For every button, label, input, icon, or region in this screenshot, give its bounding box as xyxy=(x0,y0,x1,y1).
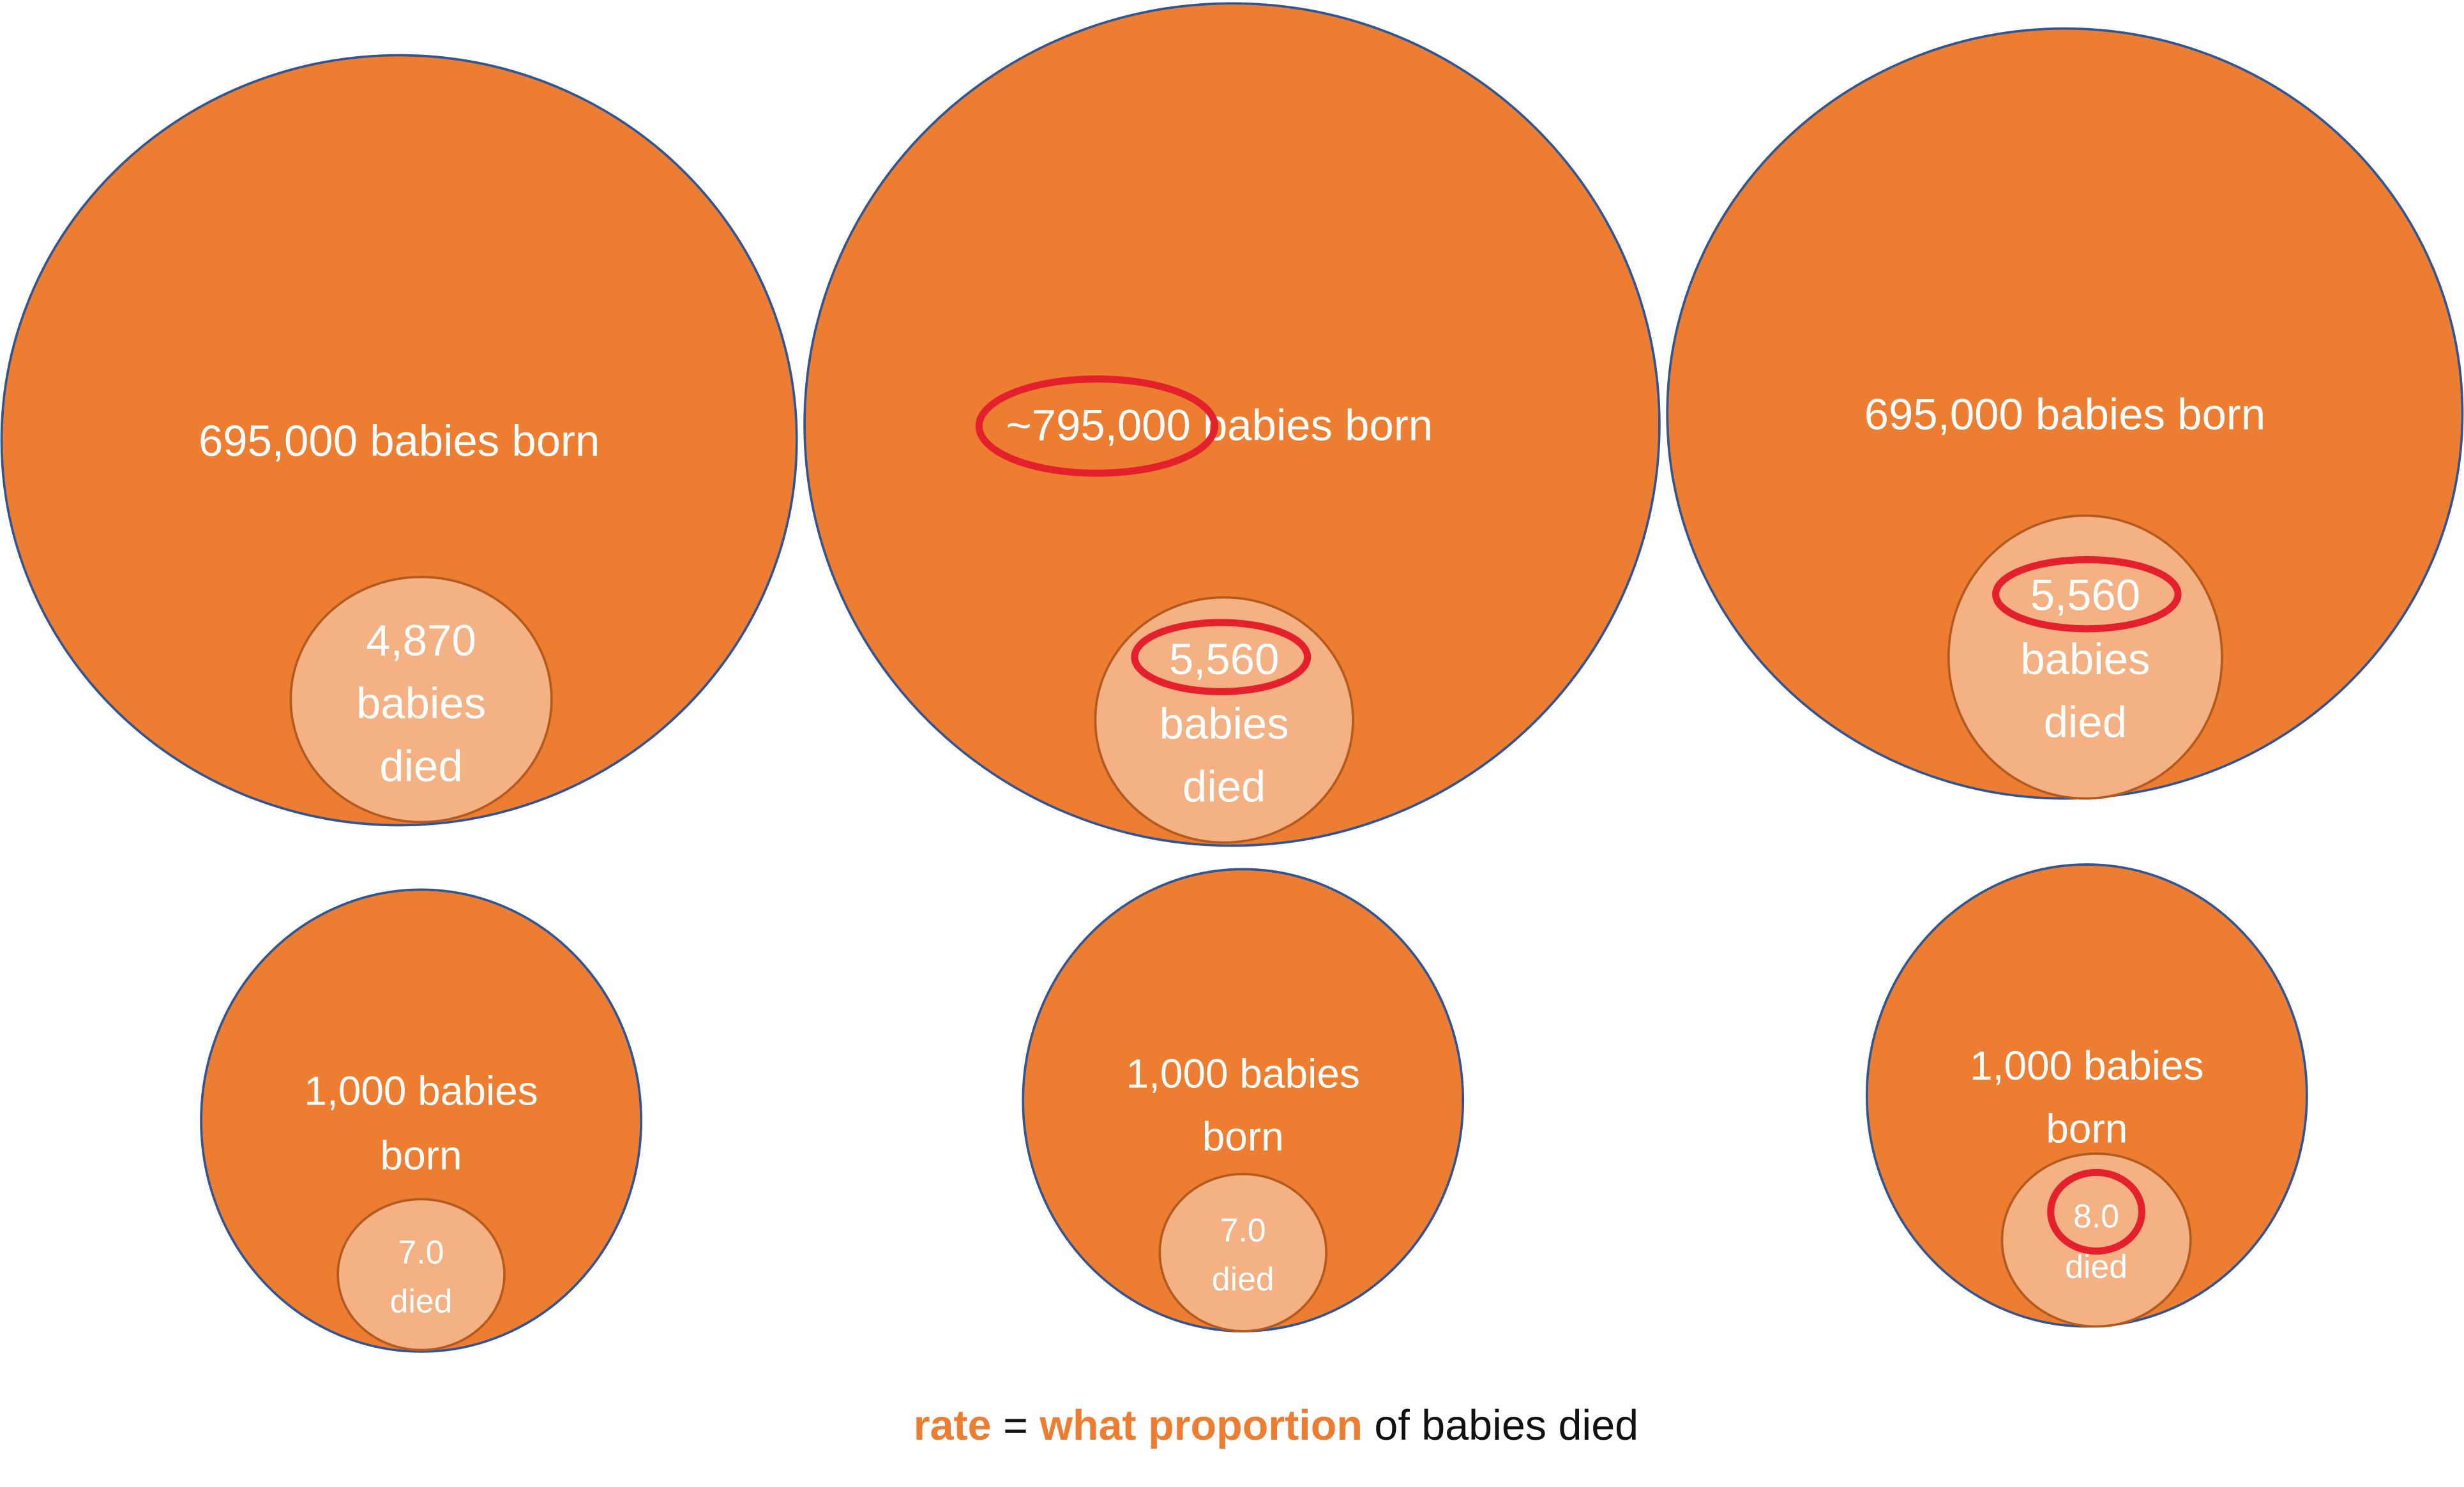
per-1000-line1: 1,000 babies xyxy=(1126,1050,1360,1096)
deaths-number: 5,560 xyxy=(1169,635,1279,684)
births-label: 695,000 babies born xyxy=(199,416,600,465)
deaths-label-line3: died xyxy=(379,742,462,791)
deaths-label-line3: died xyxy=(2044,698,2127,747)
top-panel-1: 695,000 babies born 4,870 babies died xyxy=(0,54,798,827)
deaths-number: 5,560 xyxy=(2030,570,2140,619)
deaths-circle xyxy=(1947,514,2223,800)
rate-label: died xyxy=(2065,1248,2128,1285)
rate-label: died xyxy=(1212,1260,1274,1297)
births-label: ~795,000 babies born xyxy=(1006,401,1433,450)
rate-circle xyxy=(336,1198,506,1352)
caption-equals: = xyxy=(992,1402,1040,1449)
highlight-ring-rate xyxy=(2047,1168,2146,1255)
caption-accent: what proportion xyxy=(1039,1402,1363,1449)
bottom-panel-3: 1,000 babies born 8.0 died xyxy=(1865,863,2308,1328)
per-1000-circle xyxy=(200,888,642,1353)
top-panel-2: ~795,000 babies born 5,560 babies died xyxy=(803,2,1661,847)
caption: rate = what proportion of babies died xyxy=(914,1402,1638,1449)
per-1000-line1: 1,000 babies xyxy=(1970,1043,2203,1089)
highlight-ring-births xyxy=(975,375,1218,477)
bottom-panel-2: 1,000 babies born 7.0 died xyxy=(1022,868,1465,1332)
deaths-label-line2: babies xyxy=(2020,635,2150,684)
deaths-circle xyxy=(289,575,553,824)
births-label: 695,000 babies born xyxy=(1864,389,2265,439)
deaths-label-line3: died xyxy=(1183,762,1266,811)
top-panel-3: 695,000 babies born 5,560 babies died xyxy=(1666,27,2464,800)
per-1000-line1: 1,000 babies xyxy=(304,1068,538,1114)
births-circle xyxy=(0,54,798,827)
caption-rest: of babies died xyxy=(1363,1402,1638,1449)
deaths-circle xyxy=(1094,596,1354,844)
rate-circle xyxy=(1158,1172,1328,1332)
rate-circle xyxy=(2000,1152,2192,1328)
caption-term: rate xyxy=(914,1402,992,1449)
births-circle xyxy=(803,2,1661,847)
highlight-ring-deaths xyxy=(1131,619,1311,695)
deaths-label-line2: babies xyxy=(1160,699,1289,748)
rate-number: 7.0 xyxy=(398,1234,444,1271)
bottom-panel-1: 1,000 babies born 7.0 died xyxy=(200,888,642,1353)
deaths-label-line2: babies xyxy=(356,679,486,728)
rate-label: died xyxy=(390,1282,453,1319)
per-1000-line2: born xyxy=(381,1132,462,1178)
births-circle xyxy=(1666,27,2464,800)
per-1000-line2: born xyxy=(1202,1113,1284,1159)
rate-number: 7.0 xyxy=(1220,1212,1266,1249)
highlight-ring-deaths xyxy=(1992,556,2182,633)
deaths-number: 4,870 xyxy=(366,616,476,665)
rate-number: 8.0 xyxy=(2073,1198,2119,1235)
per-1000-line2: born xyxy=(2046,1106,2128,1152)
